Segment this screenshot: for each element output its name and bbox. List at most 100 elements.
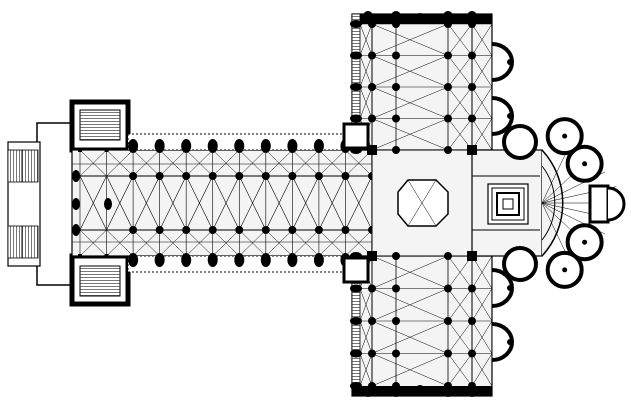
vault-rib (132, 175, 160, 231)
pier (392, 83, 400, 91)
wall-pier (263, 254, 268, 258)
chapel-buttress (507, 285, 513, 291)
vault-rib (345, 175, 373, 231)
vault-rib (318, 175, 346, 231)
vault-rib (265, 175, 293, 231)
transept-north (351, 13, 493, 151)
buttress (154, 139, 165, 153)
chapel-center (582, 239, 588, 245)
portal-pier (363, 387, 373, 397)
vault-rib (185, 175, 213, 231)
vault-rib (239, 149, 266, 177)
buttress (181, 139, 192, 153)
vault-rib (106, 229, 134, 257)
pier (368, 51, 376, 60)
buttress (128, 253, 139, 267)
wall-pier (237, 148, 242, 152)
portal-pier (467, 11, 477, 21)
wall-pier (343, 254, 348, 258)
nave-vaults (79, 149, 373, 257)
vault-rib (359, 320, 373, 354)
vault-rib (79, 175, 107, 231)
vault-rib (292, 149, 320, 177)
transept-chapels (491, 42, 514, 362)
wall-pier (157, 254, 162, 258)
pier (235, 226, 244, 234)
buttress (287, 253, 298, 267)
pier (468, 284, 476, 293)
buttress (234, 139, 245, 153)
vault-rib (345, 229, 373, 257)
radiating-chapel (502, 246, 538, 282)
narthex-pier (104, 198, 112, 210)
narthex-pier (72, 198, 80, 210)
buttress (313, 139, 324, 153)
vault-rib (212, 175, 240, 231)
wall-pier (316, 148, 321, 152)
pier (392, 284, 400, 293)
portal-pier (415, 13, 425, 23)
entrance-steps (7, 122, 74, 286)
vault-rib (447, 255, 473, 289)
pier (208, 172, 217, 180)
buttress (313, 253, 324, 267)
pier (444, 252, 452, 260)
wall-pier (131, 148, 136, 152)
buttress (154, 253, 165, 267)
vault-rib (371, 288, 449, 322)
vault-rib (471, 118, 493, 151)
vault-rib (447, 86, 473, 119)
pier (444, 114, 452, 123)
vault-rib (371, 55, 449, 88)
pier (341, 172, 350, 180)
pier (208, 226, 217, 234)
chapel-center (582, 161, 588, 167)
buttress (128, 139, 139, 153)
buttress (350, 382, 362, 390)
vault-rib (471, 288, 493, 322)
vault-rib (79, 149, 107, 177)
buttress (350, 284, 362, 293)
portal-pier (415, 385, 425, 395)
vault-rib (471, 86, 493, 119)
radiating-chapel (502, 124, 538, 160)
pier (468, 20, 476, 28)
vault-rib (447, 55, 473, 88)
pier (368, 83, 376, 91)
chapel-buttress (507, 339, 513, 345)
wall-pier (210, 148, 215, 152)
vault-rib (371, 118, 449, 151)
pier (444, 146, 452, 154)
buttress (350, 83, 362, 91)
pier (392, 252, 400, 260)
pier (444, 317, 452, 325)
pier (468, 83, 476, 91)
portal-pier (391, 11, 401, 21)
buttress (260, 253, 271, 267)
vault-rib (132, 229, 160, 257)
vault-rib (159, 175, 187, 231)
transept-chapel (491, 42, 514, 82)
wall-pier (210, 254, 215, 258)
buttress (234, 253, 245, 267)
vault-rib (359, 288, 373, 322)
vault-rib (447, 288, 473, 322)
pier (261, 172, 270, 180)
transept-chapel (491, 322, 514, 362)
pier (444, 83, 452, 91)
wall-pier (131, 254, 136, 258)
buttress (350, 20, 362, 28)
vault-rib (359, 55, 373, 88)
pier (314, 226, 323, 234)
pier (129, 226, 138, 234)
vault-rib (159, 149, 187, 177)
vault-rib (265, 149, 293, 177)
buttress (350, 114, 362, 123)
buttress (260, 139, 271, 153)
transept-piers (342, 11, 477, 397)
crossing-pier (367, 251, 377, 261)
pier (444, 349, 452, 358)
pier (261, 226, 270, 234)
narthex-pier (72, 224, 80, 236)
pier (235, 172, 244, 180)
